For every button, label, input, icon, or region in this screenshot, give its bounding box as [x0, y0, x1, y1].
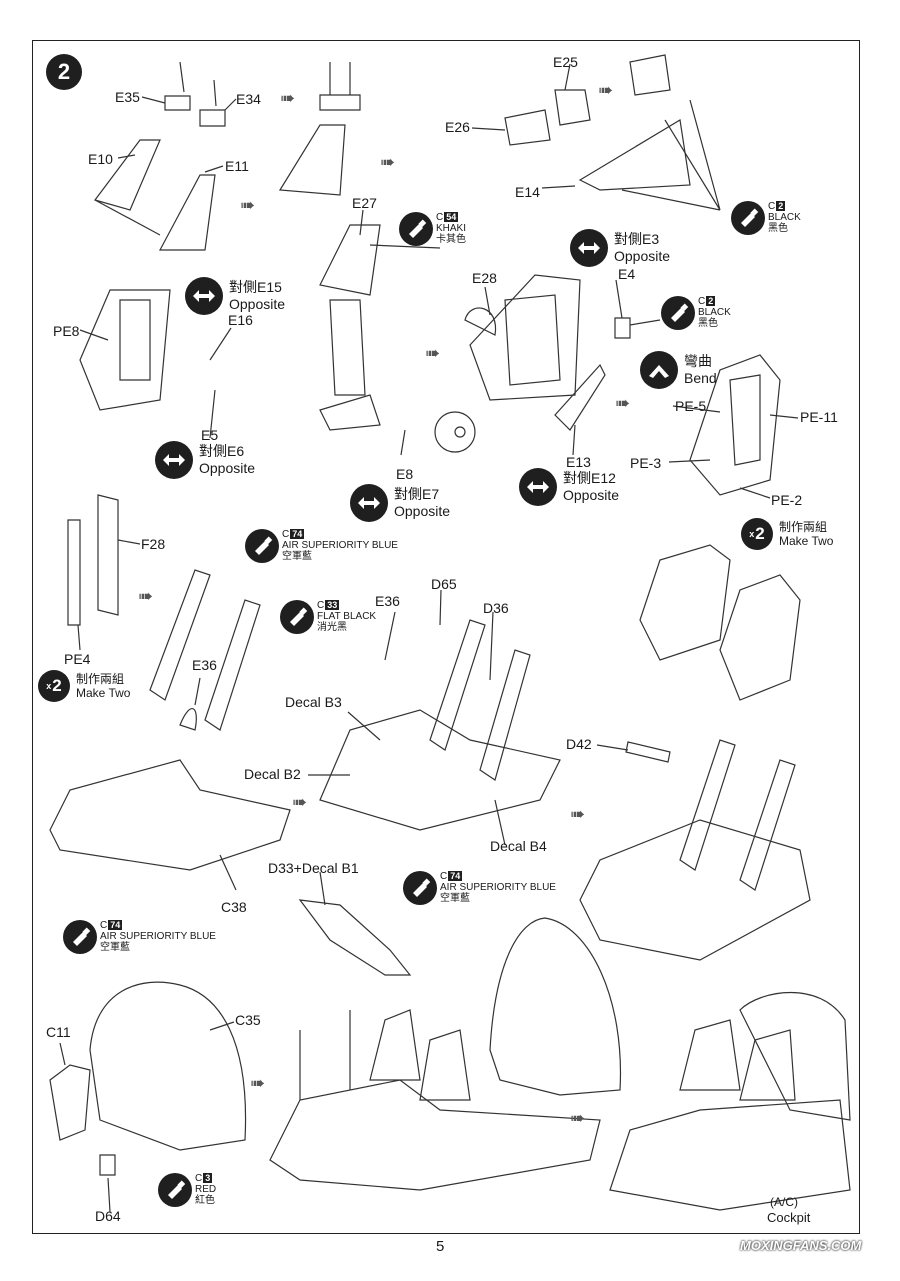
part-label: E27	[352, 195, 377, 211]
part-label: E16	[228, 312, 253, 328]
part-label: Decal B4	[490, 838, 547, 854]
flow-arrow-icon: ➠	[380, 152, 396, 172]
part-label: C35	[235, 1012, 261, 1028]
flow-arrow-icon: ➠	[570, 804, 586, 824]
flow-arrow-icon: ➠	[615, 393, 631, 413]
double-arrow-icon	[570, 229, 608, 267]
part-label: E5	[201, 427, 219, 443]
paintbrush-icon	[63, 920, 97, 954]
part-label: Decal B2	[244, 766, 301, 782]
part-label: PE4	[64, 651, 91, 667]
part-label: E4	[618, 266, 636, 282]
partial-caption: Cockpit	[767, 1210, 811, 1225]
part-label: E26	[445, 119, 470, 135]
flow-arrow-icon: ➠	[292, 792, 308, 812]
bend-icon	[640, 351, 678, 389]
part-label: E13	[566, 454, 591, 470]
part-label: E36	[375, 593, 400, 609]
part-label: C11	[46, 1024, 71, 1040]
part-label: PE-11	[800, 409, 838, 425]
flow-arrow-icon: ➠	[138, 586, 154, 606]
part-label: PE8	[53, 323, 80, 339]
double-arrow-icon	[185, 277, 223, 315]
partial-caption-prefix: (A/C)	[770, 1195, 798, 1209]
paintbrush-icon	[661, 296, 695, 330]
step-number-badge: 2	[46, 54, 82, 90]
double-arrow-icon	[155, 441, 193, 479]
flow-arrow-icon: ➠	[598, 80, 614, 100]
part-label: E14	[515, 184, 540, 200]
part-label: C38	[221, 899, 247, 915]
part-label: F28	[141, 536, 166, 552]
part-label: D64	[95, 1208, 121, 1224]
part-label: E34	[236, 91, 261, 107]
paintbrush-icon	[403, 871, 437, 905]
part-label: E10	[88, 151, 113, 167]
step-number: 2	[57, 59, 71, 84]
paintbrush-icon	[280, 600, 314, 634]
part-label: E28	[472, 270, 497, 286]
flow-arrow-icon: ➠	[240, 195, 256, 215]
double-arrow-icon	[350, 484, 388, 522]
part-label: E36	[192, 657, 217, 673]
paintbrush-icon	[399, 212, 433, 246]
flow-arrow-icon: ➠	[570, 1108, 586, 1128]
part-label: D36	[483, 600, 509, 616]
part-label: PE-2	[771, 492, 803, 508]
part-label: E25	[553, 54, 578, 70]
flow-arrow-icon: ➠	[280, 88, 296, 108]
part-label: PE-3	[630, 455, 662, 471]
part-label: D33+Decal B1	[268, 860, 359, 876]
paintbrush-icon	[158, 1173, 192, 1207]
step-frame	[32, 40, 860, 1234]
part-label: D65	[431, 576, 457, 592]
double-arrow-icon	[519, 468, 557, 506]
flow-arrow-icon: ➠	[425, 343, 441, 363]
part-label: E8	[396, 466, 414, 482]
part-label: Decal B3	[285, 694, 342, 710]
watermark: MOXINGFANS.COM	[740, 1238, 862, 1253]
part-label: E35	[115, 89, 140, 105]
part-label: D42	[566, 736, 592, 752]
page-number: 5	[436, 1238, 445, 1255]
paintbrush-icon	[731, 201, 765, 235]
part-label: PE-5	[675, 398, 707, 414]
flow-arrow-icon: ➠	[250, 1073, 266, 1093]
part-label: E11	[225, 158, 249, 174]
paintbrush-icon	[245, 529, 279, 563]
